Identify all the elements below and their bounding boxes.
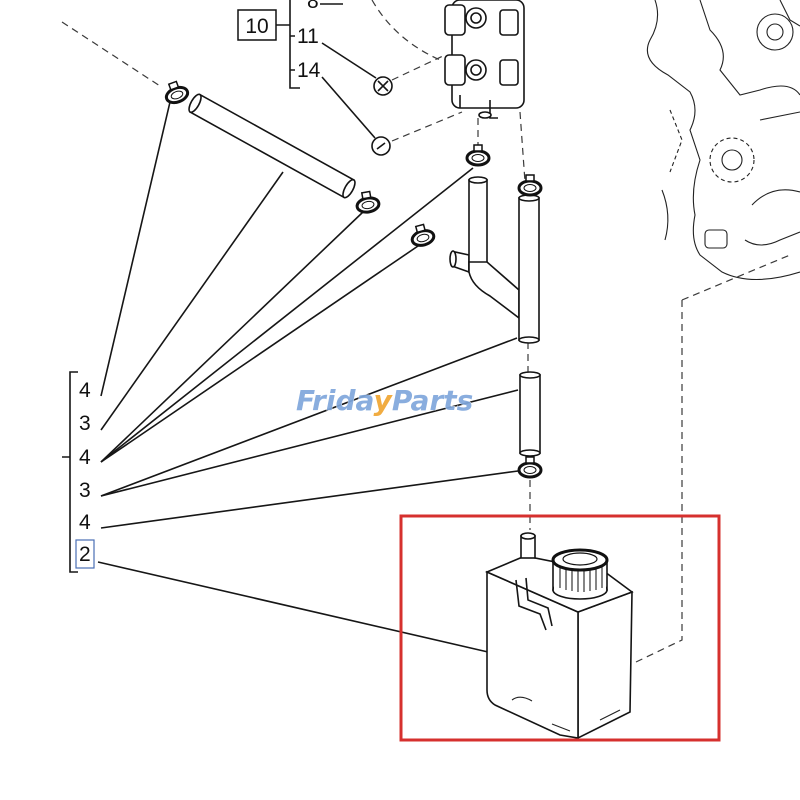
callout-label-4: 4 [79,446,91,469]
callout-label-2: 2 [79,543,91,566]
leader-line-3-hose [100,389,519,497]
callout-bracket-top [276,0,300,89]
tank-inlet-nipple [520,532,536,559]
hose-clamp [410,223,436,247]
callout-ref-10: 10 [245,15,268,38]
leader-line-3-connector [100,337,518,497]
leader-line-4-clamp-d [100,245,419,463]
callout-ref-box [237,9,277,41]
callout-group-10: 10 8 11 14 [237,0,393,156]
hose-clamp [355,190,381,214]
callout-label-14: 14 [297,59,321,82]
leader-line-4-clamp-c [100,167,474,463]
callout-bracket-left [62,371,78,573]
assembly-dashed-lines [61,0,791,663]
hose-clamp [164,80,190,105]
reservoir-tank [484,532,634,740]
fridayparts-watermark: FridayParts [296,384,473,417]
valve-block [444,0,525,119]
leader-line-14 [321,76,376,139]
hose-clamp [465,144,491,167]
hose-clamp [517,174,543,197]
callout-label-2-box [75,539,95,569]
callout-group-left: 4 3 4 3 4 2 [62,371,95,573]
leader-line-4-clamp-a [100,101,171,397]
highlight-frame [399,514,721,742]
engine-block-outline [646,0,800,281]
callout-label-3: 3 [79,479,91,502]
callout-label-11: 11 [297,25,319,48]
leader-line-3-tube [100,171,284,431]
callout-label-4: 4 [79,511,91,534]
callout-label-8: 8 [307,0,319,13]
hose-clamp [517,456,543,479]
t-connector-part [449,176,540,344]
leader-line-11 [321,42,377,79]
hose-part [519,371,541,457]
cross-circle-icon [373,76,393,96]
leader-lines-left [97,101,519,653]
leader-line-4-clamp-b [100,211,364,463]
tube-part [188,93,356,199]
minus-circle-icon [371,136,391,156]
callout-label-3: 3 [79,412,91,435]
tank-filler-cap [551,548,609,600]
leader-line-4-clamp-e [100,470,519,529]
leader-line-2-tank [97,561,489,653]
callout-label-4: 4 [79,379,91,402]
